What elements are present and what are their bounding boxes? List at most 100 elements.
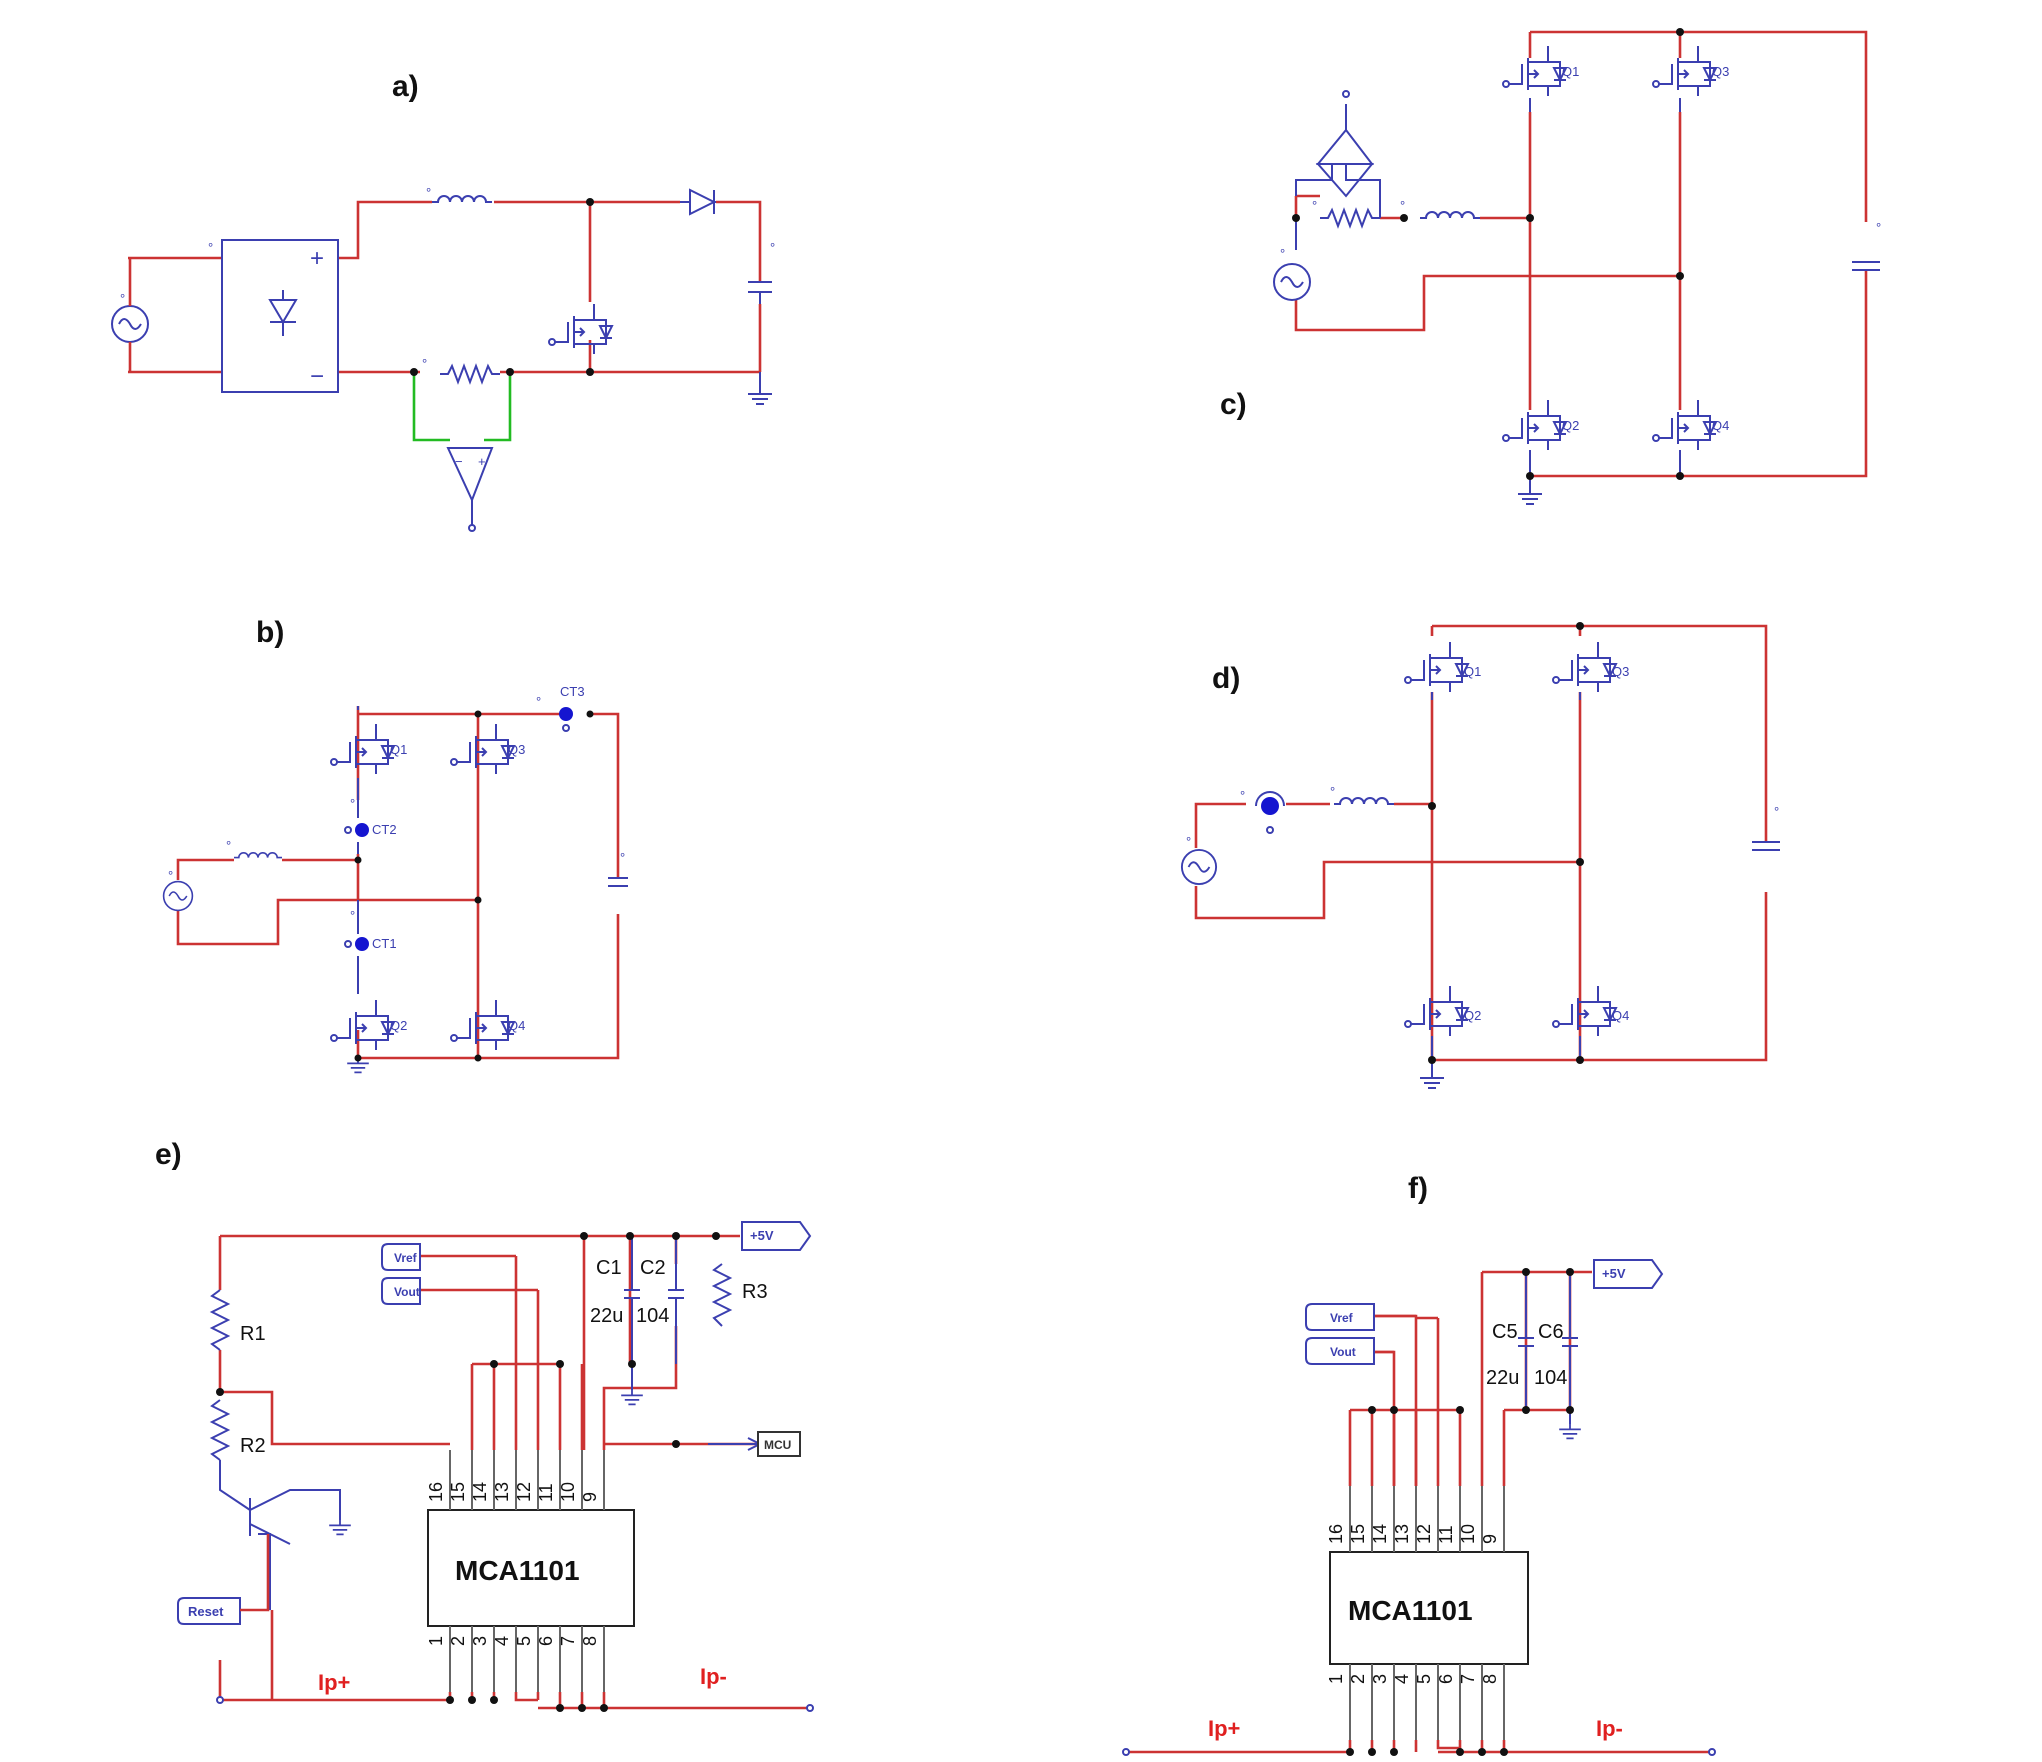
supply-5v-tag: +5V [1593,1259,1664,1289]
dc-link-capacitor-icon [1852,261,1880,271]
ground-icon [620,1389,644,1406]
svg-text:Vout: Vout [394,1285,420,1299]
hall-sensor-icon [1261,797,1279,815]
svg-text:15: 15 [448,1482,468,1502]
panel-b-totem-pole-ct: Q1 Q3 Q2 Q4 CT2 ° CT1 ° CT3 ° ° ° ° [162,684,628,1074]
r1-label: R1 [240,1323,266,1345]
svg-text:13: 13 [492,1482,512,1502]
ct3-icon [559,707,573,721]
chip-top-pins: 16 15 14 13 12 11 10 9 [426,1450,605,1510]
svg-text:3: 3 [1370,1674,1390,1684]
panel-e-mca1101-with-reset: MCA1101 16 15 14 13 12 11 10 9 1 2 3 4 5… [177,1221,814,1712]
svg-text:Reset: Reset [188,1604,224,1619]
svg-text:8: 8 [580,1636,600,1646]
switch-q3-icon [1652,45,1717,97]
panel-label-f: f) [1408,1172,1428,1205]
svg-text:°: ° [620,850,625,865]
ground-icon [1419,1071,1445,1089]
ip-minus-label: Ip- [1596,1716,1623,1741]
svg-text:16: 16 [1326,1524,1346,1544]
svg-text:−: − [310,363,324,390]
svg-text:°: ° [1400,198,1405,213]
r3-label: R3 [742,1281,768,1303]
dc-link-capacitor-icon [608,877,628,887]
ct2-icon [355,823,369,837]
svg-text:°: ° [1312,198,1317,213]
svg-text:1: 1 [426,1636,446,1646]
vref-tag: Vref [381,1243,421,1271]
ac-source-icon [162,880,194,912]
resistor-r2-icon [209,1399,251,1511]
chip-top-pins: 16 15 14 13 12 11 10 9 [1326,1486,1505,1552]
switch-q3-label: Q3 [508,742,525,757]
c5-value: 22u [1486,1367,1519,1389]
svg-text:3: 3 [470,1636,490,1646]
ct3-label: CT3 [560,684,585,699]
switch-q4-icon [1652,399,1717,451]
svg-text:9: 9 [580,1492,600,1502]
svg-text:4: 4 [492,1636,512,1646]
svg-text:11: 11 [1436,1525,1456,1544]
switch-q1-label: Q1 [1464,664,1481,679]
diode-icon [268,290,298,336]
boost-inductor-icon [431,195,493,203]
svg-text:12: 12 [1414,1524,1434,1544]
resistor-r3-icon [711,1263,733,1327]
svg-text:Vout: Vout [1330,1345,1356,1359]
switch-q2-label: Q2 [1562,418,1579,433]
svg-text:9: 9 [1480,1534,1500,1544]
svg-text:2: 2 [448,1636,468,1646]
ct2-label: CT2 [372,822,397,837]
boost-diode-icon [680,188,717,216]
switch-q3-label: Q3 [1612,664,1629,679]
switch-q3-icon [450,723,515,775]
input-inductor-icon [1333,797,1395,805]
switch-q4-icon [1552,985,1617,1037]
switch-q1-label: Q1 [1562,64,1579,79]
chip-label: MCA1101 [1348,1595,1473,1626]
current-amplifier-icon [446,447,494,526]
panel-d-totem-pole-hall: ° ° ° Q1 Q3 Q2 Q4 ° [1180,622,1780,1089]
vref-tag: Vref [1305,1303,1375,1331]
c2-label: C2 [640,1257,666,1279]
svg-text:16: 16 [426,1482,446,1502]
svg-text:+: + [310,245,324,272]
svg-text:10: 10 [1458,1524,1478,1544]
svg-text:°: ° [1186,834,1191,849]
svg-text:°: ° [350,908,355,923]
vout-tag: Vout [1305,1337,1375,1365]
switch-q2-icon [1502,399,1567,451]
switch-q1-icon [1502,45,1567,97]
ip-plus-label: Ip+ [318,1670,350,1695]
reset-tag: Reset [177,1597,241,1625]
input-inductor-icon [1419,211,1481,219]
shunt-resistor-icon [1319,209,1381,227]
svg-text:°: ° [1330,784,1335,799]
current-amplifier-icon [1315,104,1375,198]
svg-text:°: ° [226,838,231,853]
svg-text:°: ° [422,356,427,371]
svg-text:4: 4 [1392,1674,1412,1684]
ground-icon [1517,487,1543,505]
panel-label-d: d) [1212,662,1241,695]
decoupling-capacitors-icon [1518,1272,1578,1424]
switch-q2-label: Q2 [390,1018,407,1033]
boost-switch-icon [548,303,613,355]
input-inductor-icon [233,851,283,859]
svg-text:8: 8 [1480,1674,1500,1684]
ground-icon [1558,1423,1582,1440]
switch-q4-label: Q4 [1712,418,1729,433]
resistor-r1-icon [209,1289,231,1351]
svg-text:°: ° [168,868,173,883]
svg-text:1: 1 [1326,1674,1346,1684]
ip-plus-label: Ip+ [1208,1716,1240,1741]
svg-text:+5V: +5V [750,1228,774,1243]
svg-text:6: 6 [536,1636,556,1646]
ac-source-icon [1273,263,1311,301]
c6-label: C6 [1538,1321,1564,1343]
switch-q3-icon [1552,641,1617,693]
switch-q4-label: Q4 [1612,1008,1629,1023]
chip-bottom-pins: 1 2 3 4 5 6 7 8 [1326,1664,1505,1740]
svg-text:10: 10 [558,1482,578,1502]
